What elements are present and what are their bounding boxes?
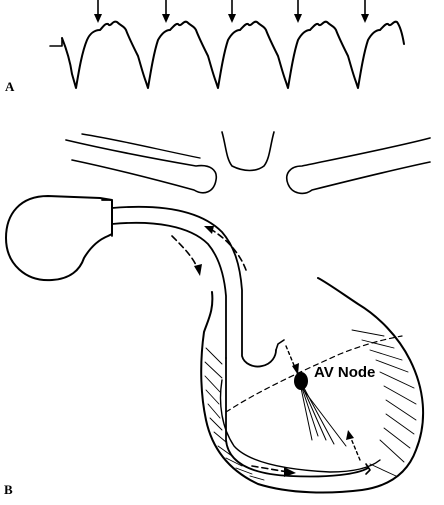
- catheter-inner: [111, 221, 227, 359]
- atrial-catheter-tip: [275, 339, 285, 351]
- myocardium-hatching: [204, 329, 417, 481]
- pump-icon: [5, 195, 113, 282]
- av-node-dot: [294, 372, 308, 390]
- left-clavicle: [65, 139, 218, 194]
- sternal-notch: [221, 131, 275, 172]
- flow-arrow-down: [171, 235, 202, 276]
- ventricular-electrode: [365, 463, 371, 475]
- panel-a-label: A: [5, 79, 15, 94]
- flow-arrow-from-ventricle: [346, 430, 361, 461]
- calibration-mark: [49, 37, 63, 47]
- ventricular-catheter: [225, 357, 369, 478]
- septum-boundary: [225, 335, 403, 413]
- ecg-waveform: [61, 20, 405, 89]
- catheter-outer: [111, 205, 277, 368]
- arrow-icon: [162, 0, 170, 23]
- his-bundle-fibers: [300, 387, 347, 447]
- flow-arrow-ventricular: [251, 465, 296, 477]
- flow-arrow-to-av-node: [285, 345, 299, 375]
- av-node-label: AV Node: [314, 364, 376, 381]
- left-clavicle-edge: [81, 133, 201, 159]
- arrow-icon: [361, 0, 369, 23]
- heart-inner-wall: [219, 379, 381, 473]
- pump-housing: [101, 199, 113, 237]
- panel-b-label: B: [4, 482, 13, 497]
- arrow-icon: [94, 0, 102, 23]
- heart-outline: [200, 277, 425, 494]
- arrow-icon: [294, 0, 302, 23]
- arrow-icon: [228, 0, 236, 23]
- right-clavicle: [286, 137, 431, 195]
- waveform-panel: [49, 0, 405, 89]
- anatomy-panel: [5, 131, 431, 494]
- flow-arrow-up: [204, 226, 247, 271]
